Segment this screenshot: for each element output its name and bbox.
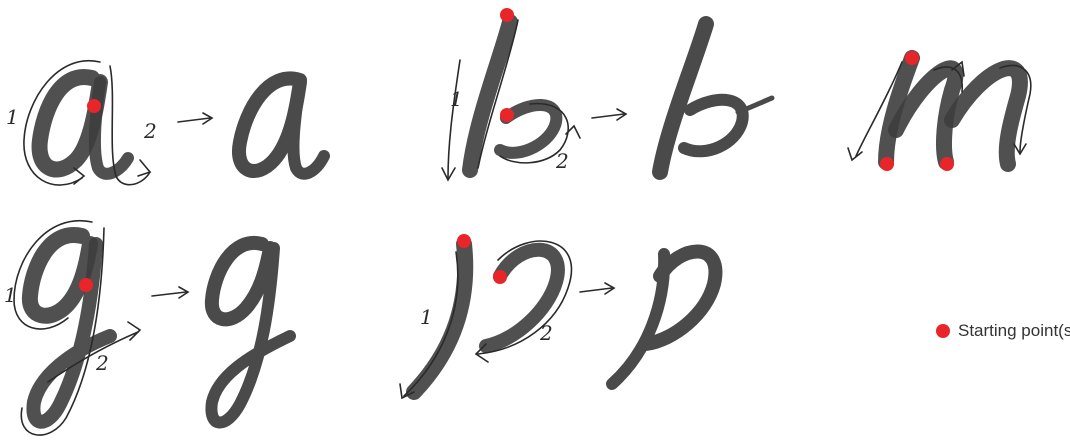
start-point-dot [500,8,514,22]
stroke-number-2: 2 [95,351,109,375]
start-point-dot [940,157,954,171]
letter-a-final [232,71,330,180]
stroke-number-1: 1 [4,283,17,307]
start-point-dot [79,278,93,292]
letter-p-final [606,244,723,390]
start-point-dot [87,99,101,113]
legend-label: Starting point(s) [958,321,1070,340]
start-point-dot [457,234,471,248]
arrow-p [579,287,613,293]
start-point-dot [500,108,514,122]
arrow-a [177,117,211,123]
letter-m-guide [847,50,1032,172]
arrow-b [591,113,625,119]
stroke-number-2: 2 [555,149,569,173]
start-point-dot [493,270,507,284]
letter-a-guide: 1 2 [6,59,157,186]
letter-g-guide: 1 2 [4,219,142,436]
letter-g-final [204,235,296,429]
start-points [79,8,954,292]
stroke-number-1: 1 [420,305,433,329]
stroke-number-2: 2 [539,321,553,345]
start-point-dot [880,157,894,171]
arrow-g [151,291,187,297]
legend: Starting point(s) [936,320,1070,342]
letter-p-guide: 1 2 [399,236,573,400]
stroke-number-2: 2 [143,119,157,143]
stroke-number-1: 1 [6,105,19,129]
start-point-dot [905,51,919,65]
red-dot-icon [936,324,950,338]
letter-b-final [652,16,775,180]
letter-b-guide: 1 2 [441,14,581,182]
stroke-number-1: 1 [450,87,463,111]
